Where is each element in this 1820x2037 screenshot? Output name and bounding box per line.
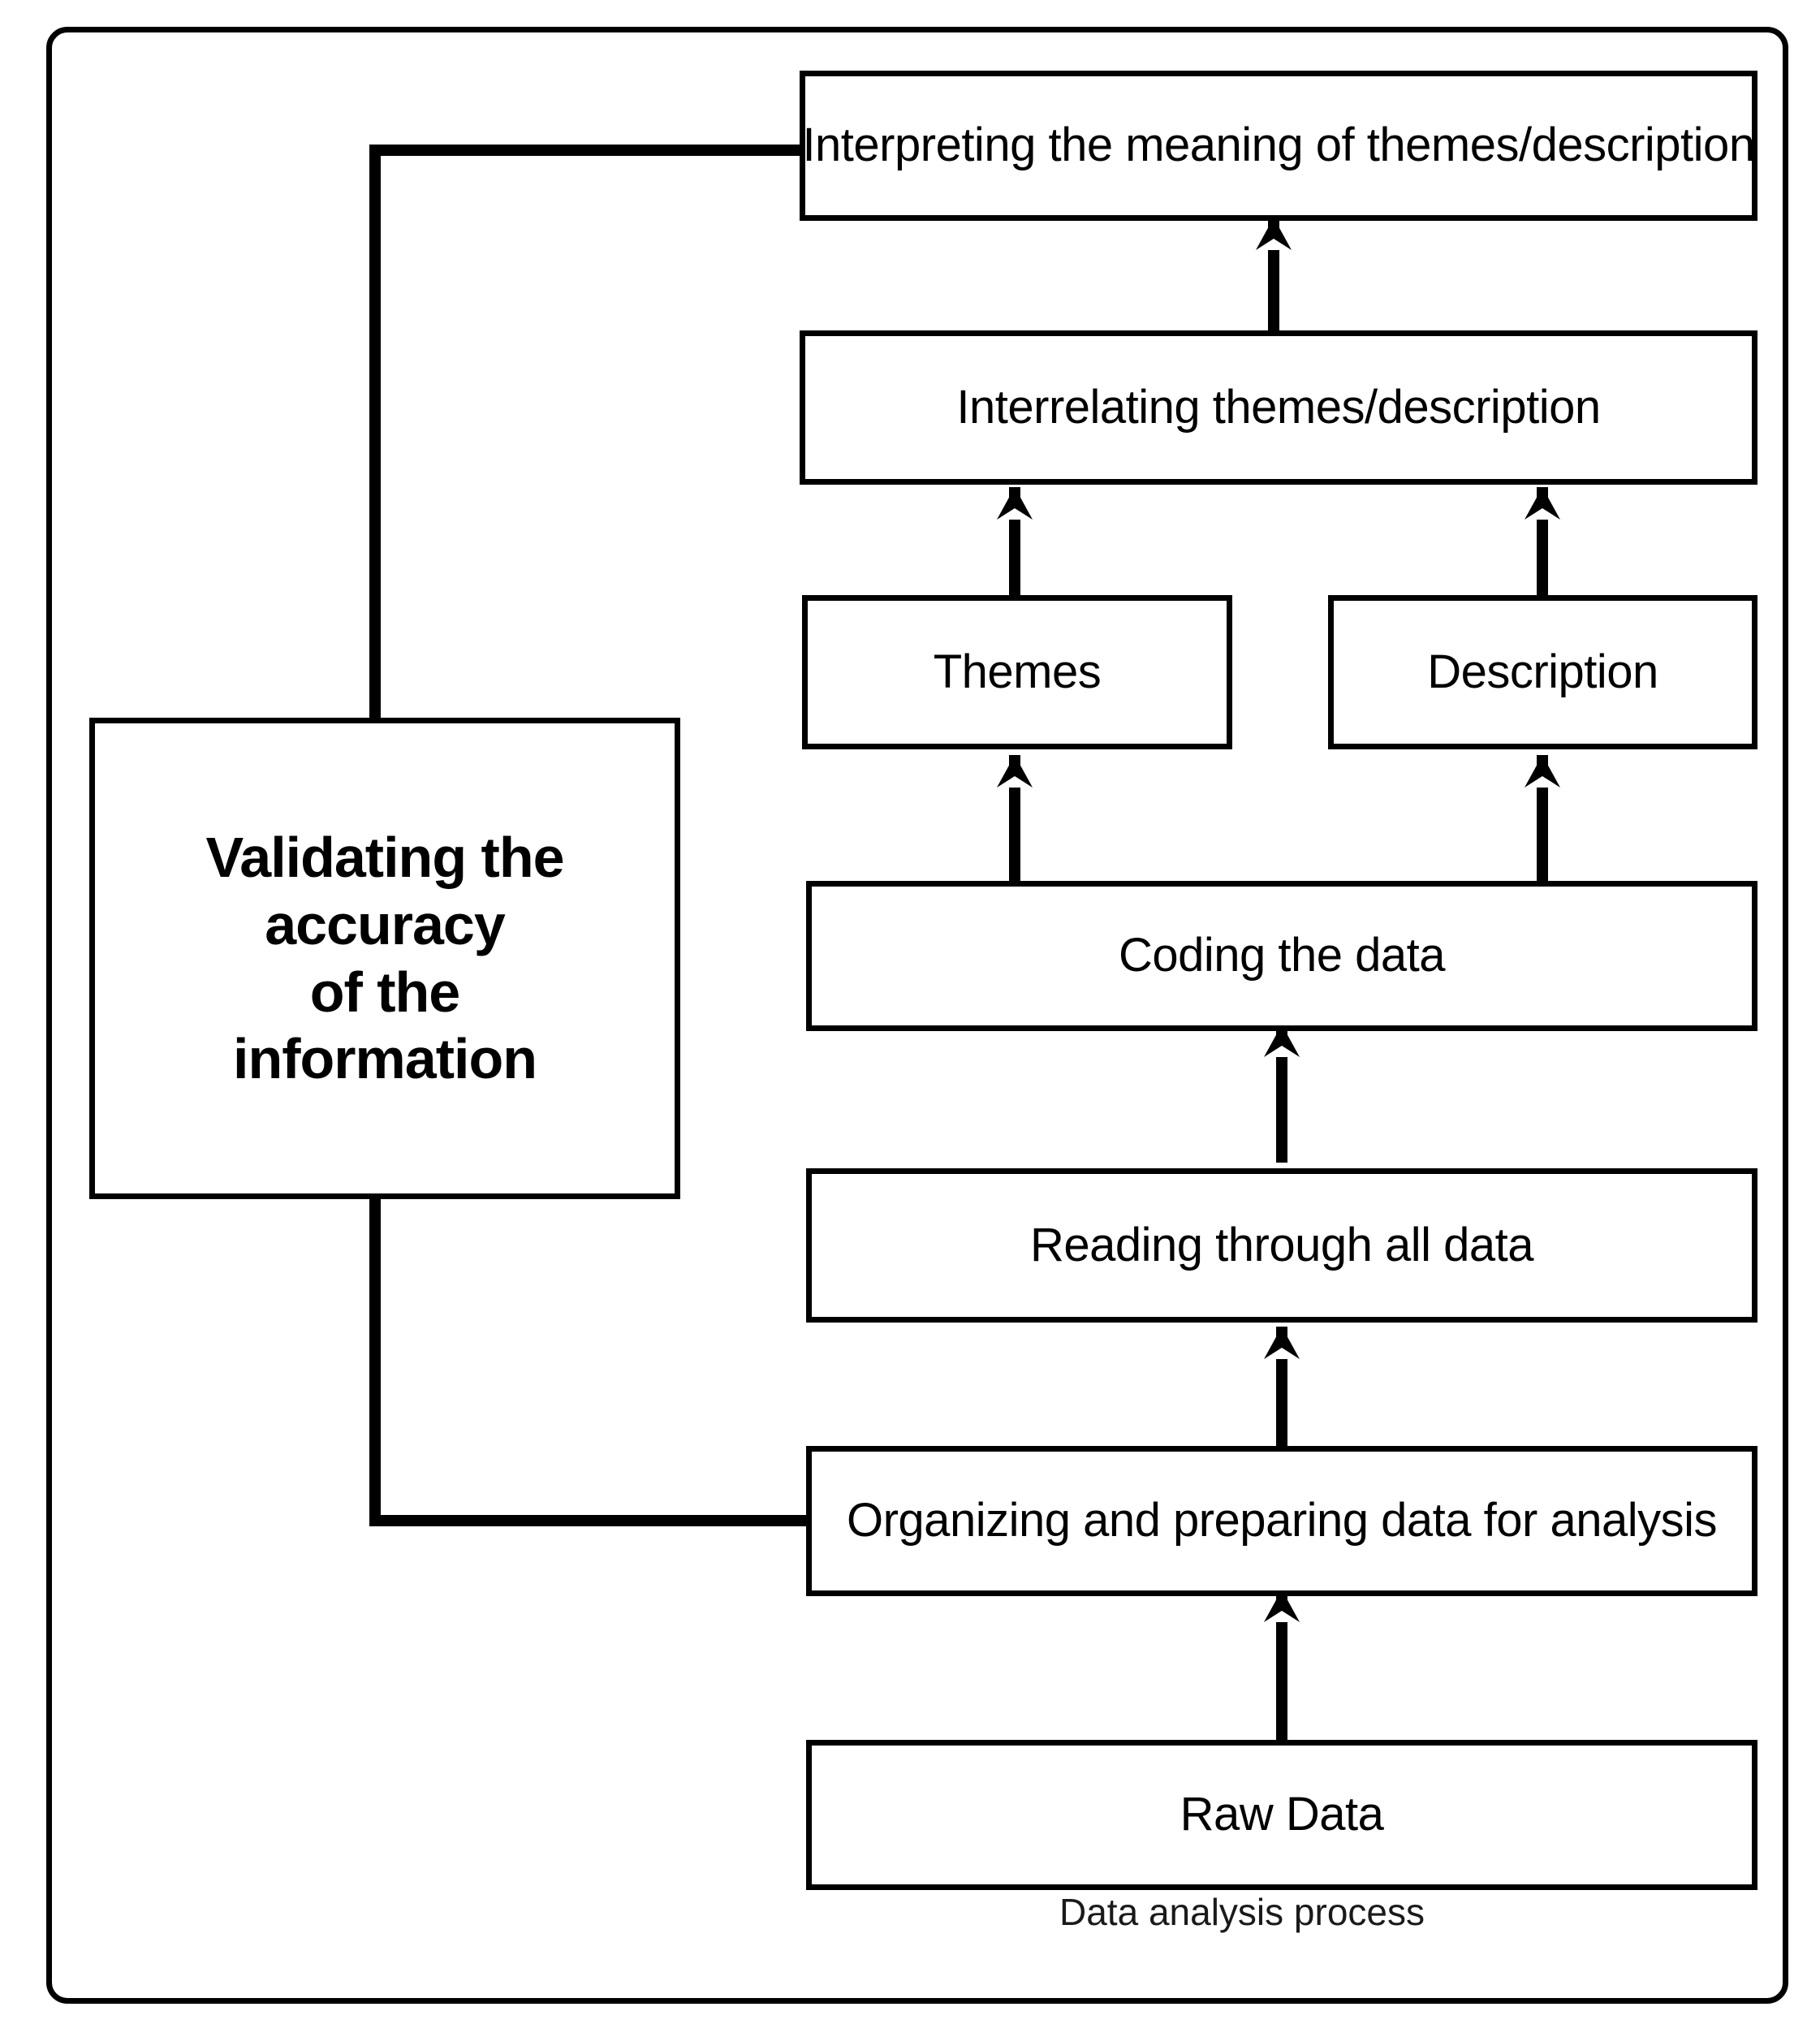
process-box-themes[interactable]: Themes (802, 595, 1232, 749)
process-box-raw-data[interactable]: Raw Data (806, 1740, 1757, 1890)
process-box-organizing[interactable]: Organizing and preparing data for analys… (806, 1446, 1757, 1596)
diagram-caption: Data analysis process (1059, 1891, 1425, 1933)
connector-rawdata-to-organizing (1276, 1590, 1287, 1744)
arrowhead-notch-organizing (1264, 1348, 1300, 1359)
process-box-interrelating[interactable]: Interrelating themes/description (800, 330, 1757, 485)
connector-coding-to-description (1537, 755, 1548, 885)
process-box-interpreting-label: Interpreting the meaning of themes/descr… (802, 119, 1755, 172)
connector-reading-to-coding (1276, 1025, 1287, 1163)
process-box-reading[interactable]: Reading through all data (806, 1168, 1757, 1323)
process-box-reading-label: Reading through all data (1029, 1218, 1534, 1271)
arrowhead-notch-coding-themes (997, 776, 1033, 788)
connector-validating-to-interpreting (369, 145, 800, 156)
arrowhead-notch-rawdata (1264, 1611, 1300, 1622)
process-box-interrelating-label: Interrelating themes/description (956, 380, 1601, 434)
arrowhead-notch-interrelating (1256, 239, 1292, 250)
arrowhead-notch-reading (1264, 1046, 1300, 1057)
process-box-raw-data-label: Raw Data (1180, 1788, 1384, 1841)
arrowhead-notch-themes (997, 508, 1033, 520)
process-box-coding-label: Coding the data (1118, 929, 1446, 982)
process-box-themes-label: Themes (933, 645, 1102, 698)
process-box-organizing-label: Organizing and preparing data for analys… (847, 1494, 1718, 1547)
arrowhead-notch-description (1525, 508, 1560, 520)
process-box-interpreting[interactable]: Interpreting the meaning of themes/descr… (800, 71, 1757, 221)
connector-organizing-to-reading (1276, 1327, 1287, 1473)
outer-frame-border (46, 27, 1788, 2004)
process-box-description[interactable]: Description (1328, 595, 1757, 749)
process-box-validating[interactable]: Validating the accuracy of the informati… (89, 718, 680, 1199)
arrowhead-notch-coding-desc (1525, 776, 1560, 788)
connector-organizing-to-validating (369, 1515, 813, 1526)
process-box-validating-label: Validating the accuracy of the informati… (205, 826, 564, 1091)
connector-coding-to-themes (1009, 755, 1020, 885)
process-box-description-label: Description (1427, 645, 1658, 698)
process-box-coding[interactable]: Coding the data (806, 881, 1757, 1031)
